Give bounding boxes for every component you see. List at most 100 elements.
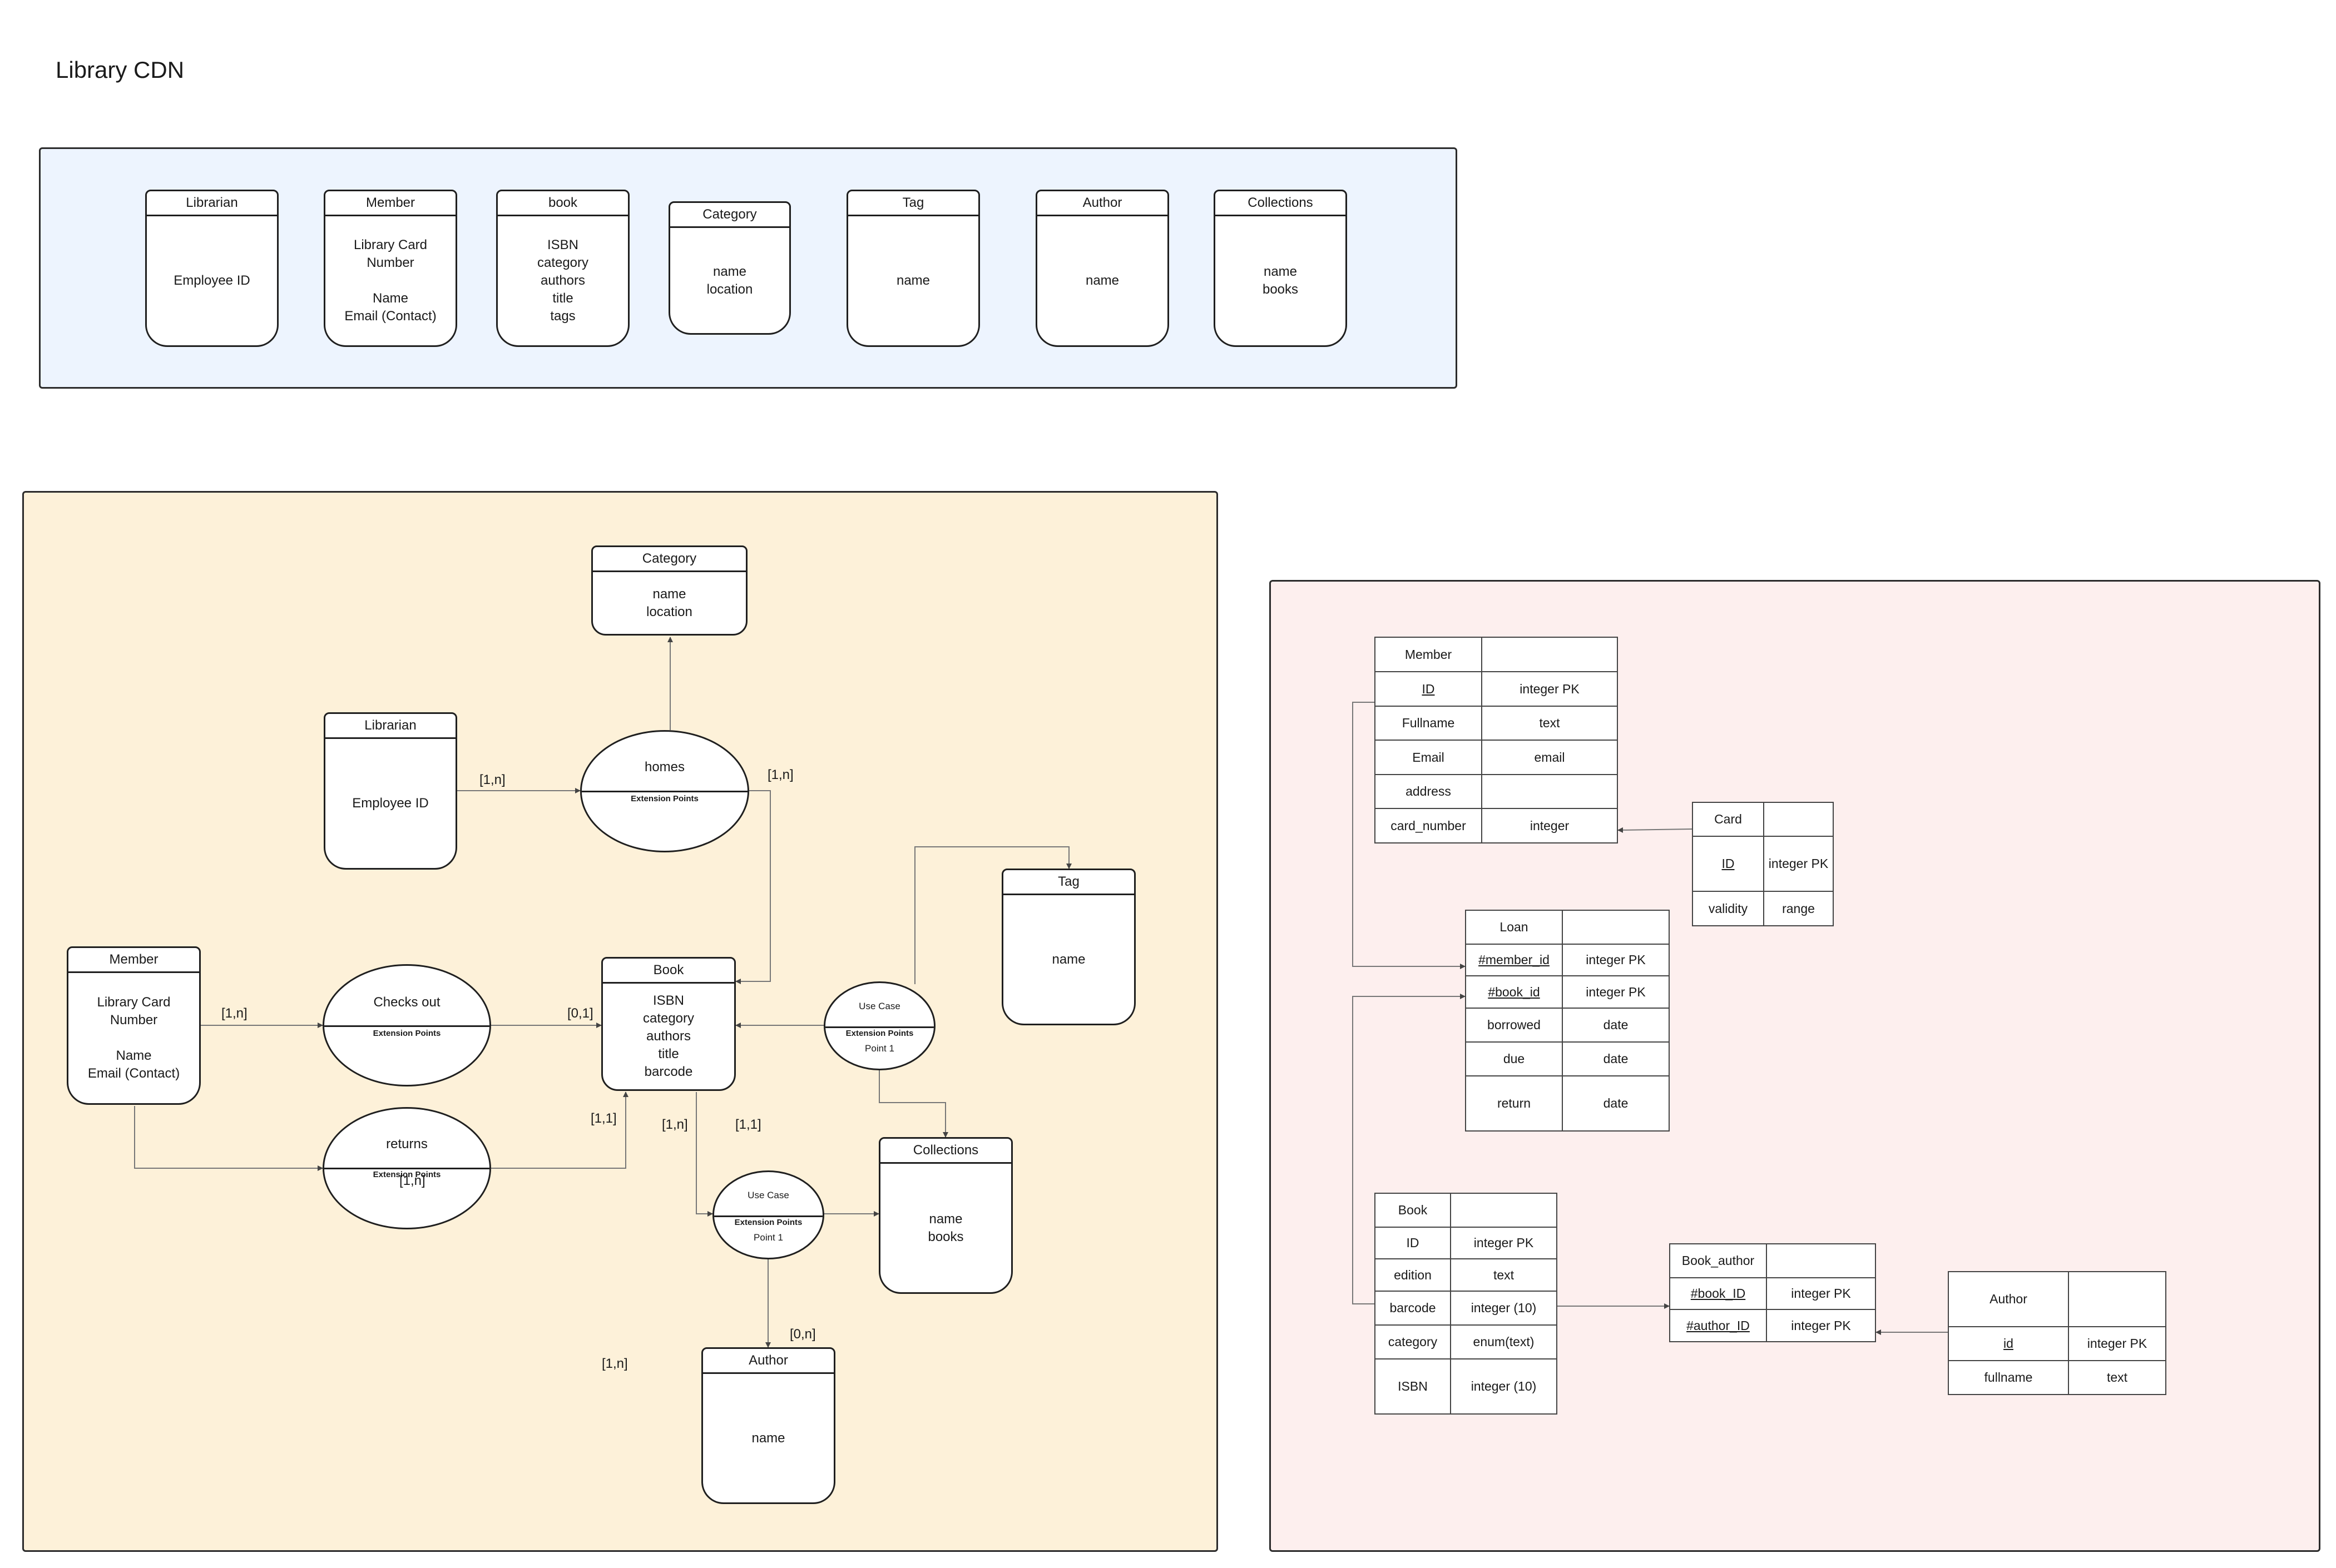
- column-name: ID: [1692, 836, 1764, 892]
- column-name: borrowed: [1465, 1008, 1563, 1043]
- entity-title: Category: [593, 547, 746, 572]
- er-relation-checks-out[interactable]: Checks out Extension Points: [323, 964, 491, 1086]
- column-name: ID: [1374, 671, 1482, 707]
- page-title: Library CDN: [56, 57, 185, 83]
- extension-points-label: Extension Points: [631, 794, 699, 803]
- table-title: Loan: [1465, 910, 1563, 945]
- extension-points-label: Extension Points: [845, 1029, 914, 1038]
- er-entity-category[interactable]: Category name location: [591, 545, 748, 636]
- column-type: text: [1481, 706, 1618, 741]
- entity-attributes: Employee ID: [352, 796, 429, 811]
- column-name: Email: [1374, 740, 1482, 775]
- entity-attributes: name books: [1262, 264, 1299, 297]
- entity-title: Category: [670, 203, 789, 228]
- column-name: due: [1465, 1041, 1563, 1076]
- column-name: return: [1465, 1075, 1563, 1132]
- entity-attributes: name: [751, 1430, 785, 1446]
- relation-name: returns: [386, 1137, 428, 1152]
- table-title: Author: [1948, 1271, 2069, 1327]
- column-name: category: [1374, 1324, 1451, 1359]
- entity-attributes: name location: [646, 586, 692, 619]
- extension-points-label: Extension Points: [373, 1170, 441, 1179]
- overview-entity-author[interactable]: Author name: [1036, 190, 1169, 347]
- er-entity-librarian[interactable]: Librarian Employee ID: [324, 712, 457, 870]
- entity-title: Tag: [848, 191, 978, 216]
- cardinality-label: [1,n]: [399, 1173, 425, 1188]
- column-name: #book_id: [1465, 975, 1563, 1009]
- overview-entity-tag[interactable]: Tag name: [847, 190, 980, 347]
- cardinality-label: [1,n]: [768, 767, 794, 782]
- extension-point: Point 1: [865, 1043, 894, 1054]
- column-type: text: [2068, 1360, 2166, 1395]
- column-type: integer PK: [2068, 1326, 2166, 1361]
- overview-entity-collections[interactable]: Collections name books: [1214, 190, 1347, 347]
- table-title: Book: [1374, 1193, 1451, 1228]
- column-type: integer PK: [1766, 1309, 1876, 1342]
- entity-attributes: Employee ID: [174, 273, 250, 288]
- er-relation-use-case-2[interactable]: Use Case Extension Points Point 1: [712, 1170, 824, 1259]
- column-type: date: [1562, 1008, 1670, 1043]
- er-entity-member[interactable]: Member Library Card Number Name Email (C…: [67, 946, 201, 1105]
- entity-title: Author: [703, 1349, 834, 1374]
- er-relation-use-case-1[interactable]: Use Case Extension Points Point 1: [824, 981, 936, 1070]
- entity-attributes: Library Card Number Name Email (Contact): [87, 995, 180, 1081]
- column-type: email: [1481, 740, 1618, 775]
- overview-entity-book[interactable]: book ISBN category authors title tags: [496, 190, 630, 347]
- entity-attributes: ISBN category authors title barcode: [642, 993, 695, 1079]
- column-name: card_number: [1374, 808, 1482, 843]
- column-name: ID: [1374, 1227, 1451, 1259]
- column-name: #member_id: [1465, 944, 1563, 976]
- column-name: #author_ID: [1669, 1309, 1767, 1342]
- column-type: date: [1562, 1075, 1670, 1132]
- entity-title: book: [498, 191, 628, 216]
- column-type: integer (10): [1450, 1291, 1557, 1326]
- table-title: Book_author: [1669, 1243, 1767, 1278]
- entity-attributes: ISBN category authors title tags: [537, 237, 589, 324]
- column-type: integer (10): [1450, 1358, 1557, 1415]
- column-type: integer: [1481, 808, 1618, 843]
- cardinality-label: [1,1]: [591, 1111, 617, 1126]
- column-type: enum(text): [1450, 1324, 1557, 1359]
- extension-points-label: Extension Points: [373, 1029, 441, 1038]
- overview-entity-category[interactable]: Category name location: [669, 201, 791, 335]
- overview-entity-member[interactable]: Member Library Card Number Name Email (C…: [324, 190, 457, 347]
- er-relation-homes[interactable]: homes Extension Points: [580, 730, 749, 852]
- extension-point: Point 1: [754, 1232, 783, 1243]
- column-name: Fullname: [1374, 706, 1482, 741]
- entity-title: Librarian: [325, 714, 456, 739]
- column-type: date: [1562, 1041, 1670, 1076]
- cardinality-label: [1,n]: [221, 1006, 248, 1021]
- relation-name: homes: [644, 760, 685, 775]
- entity-title: Collections: [1215, 191, 1345, 216]
- entity-title: Tag: [1003, 870, 1134, 895]
- table-title: Member: [1374, 637, 1482, 672]
- column-type: integer PK: [1481, 671, 1618, 707]
- relation-name: Use Case: [748, 1190, 789, 1200]
- entity-title: Member: [68, 948, 199, 973]
- relation-name: Use Case: [859, 1001, 900, 1011]
- er-entity-tag[interactable]: Tag name: [1002, 869, 1136, 1025]
- er-entity-collections[interactable]: Collections name books: [879, 1137, 1013, 1294]
- er-entity-book[interactable]: Book ISBN category authors title barcode: [601, 957, 736, 1091]
- column-type: text: [1450, 1258, 1557, 1292]
- entity-attributes: Library Card Number Name Email (Contact): [344, 237, 437, 324]
- cardinality-label: [0,1]: [567, 1006, 593, 1021]
- column-type: integer PK: [1562, 944, 1670, 976]
- column-name: #book_ID: [1669, 1277, 1767, 1310]
- entity-title: Librarian: [147, 191, 277, 216]
- column-name: fullname: [1948, 1360, 2069, 1395]
- er-relation-returns[interactable]: returns Extension Points: [323, 1107, 491, 1229]
- er-entity-author[interactable]: Author name: [701, 1347, 835, 1504]
- entity-title: Book: [603, 959, 734, 984]
- cardinality-label: [0,n]: [790, 1327, 816, 1342]
- entity-attributes: name location: [706, 264, 753, 297]
- entity-attributes: name: [1052, 951, 1086, 967]
- entity-title: Collections: [880, 1139, 1011, 1164]
- overview-entity-librarian[interactable]: Librarian Employee ID: [145, 190, 279, 347]
